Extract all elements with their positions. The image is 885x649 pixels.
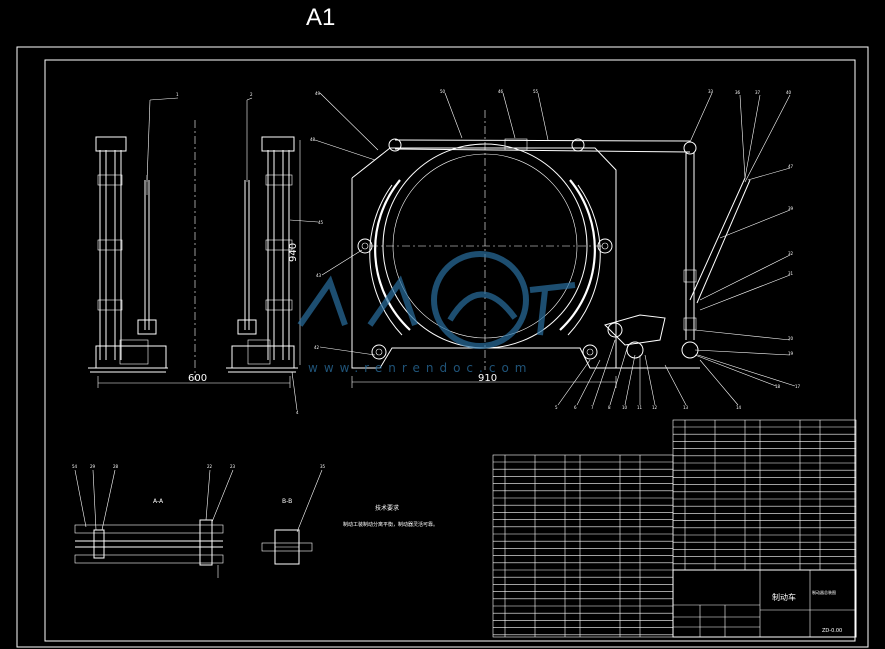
bom-table-right bbox=[672, 419, 857, 571]
outer-frame bbox=[16, 46, 869, 648]
left-height-dimension: 940 bbox=[288, 243, 299, 262]
svg-text:12: 12 bbox=[652, 405, 658, 410]
svg-text:39: 39 bbox=[788, 206, 794, 211]
svg-text:31: 31 bbox=[788, 271, 794, 276]
svg-text:36: 36 bbox=[735, 90, 741, 95]
svg-text:33: 33 bbox=[708, 89, 714, 94]
svg-text:46: 46 bbox=[498, 89, 504, 94]
inner-frame bbox=[44, 59, 856, 642]
title-block: 制动车 制动器总装图 ZD-0.00 bbox=[672, 569, 857, 638]
svg-text:40: 40 bbox=[786, 90, 792, 95]
svg-text:13: 13 bbox=[683, 405, 689, 410]
section-a-label: A-A bbox=[153, 498, 164, 505]
watermark: www.renrendoc.com bbox=[297, 251, 576, 375]
svg-text:48: 48 bbox=[310, 137, 316, 142]
left-width-dimension: 600 bbox=[188, 373, 207, 384]
title-block-name: 制动车 bbox=[772, 592, 796, 602]
sheet-size-label: A1 bbox=[306, 4, 336, 31]
bom-table-left bbox=[492, 454, 674, 638]
side-view-left: 1 bbox=[88, 92, 179, 373]
side-view-right: 2 940 4 45 bbox=[194, 92, 324, 415]
svg-text:35: 35 bbox=[320, 464, 326, 469]
svg-text:8: 8 bbox=[608, 405, 611, 410]
watermark-url: www.renrendoc.com bbox=[308, 361, 532, 375]
svg-text:2: 2 bbox=[250, 92, 253, 97]
svg-text:22: 22 bbox=[207, 464, 213, 469]
svg-text:37: 37 bbox=[755, 90, 761, 95]
svg-text:28: 28 bbox=[113, 464, 119, 469]
section-a-view: A-A 54 29 28 22 23 bbox=[72, 464, 236, 578]
svg-text:11: 11 bbox=[637, 405, 643, 410]
svg-text:23: 23 bbox=[230, 464, 236, 469]
width-dimension-600: 600 bbox=[97, 373, 291, 388]
svg-text:4: 4 bbox=[296, 410, 299, 415]
svg-text:47: 47 bbox=[788, 164, 794, 169]
svg-text:49: 49 bbox=[315, 91, 321, 96]
svg-text:29: 29 bbox=[90, 464, 96, 469]
svg-text:32: 32 bbox=[788, 251, 794, 256]
notes-title: 技术要求 bbox=[375, 504, 399, 512]
svg-text:42: 42 bbox=[314, 345, 320, 350]
svg-text:17: 17 bbox=[795, 384, 801, 389]
svg-text:5: 5 bbox=[555, 405, 558, 410]
section-b-view: B-B 35 bbox=[261, 464, 326, 565]
svg-text:54: 54 bbox=[72, 464, 78, 469]
svg-text:18: 18 bbox=[775, 384, 781, 389]
svg-text:7: 7 bbox=[591, 405, 594, 410]
main-brake-view: 910 49 48 43 42 50 46 55 33 36 37 40 47 … bbox=[310, 89, 801, 410]
svg-text:19: 19 bbox=[788, 351, 794, 356]
notes-text: 制动工装制动分离平衡，制动器灵活可靠。 bbox=[343, 521, 438, 528]
svg-text:55: 55 bbox=[533, 89, 539, 94]
title-block-subtitle: 制动器总装图 bbox=[812, 589, 836, 595]
svg-text:43: 43 bbox=[316, 273, 322, 278]
watermark-logo-icon bbox=[431, 251, 529, 349]
section-b-label: B-B bbox=[282, 498, 292, 505]
main-width-dimension: 910 bbox=[478, 373, 497, 384]
technical-notes: 技术要求 制动工装制动分离平衡，制动器灵活可靠。 bbox=[343, 504, 438, 528]
svg-text:14: 14 bbox=[736, 405, 742, 410]
svg-text:50: 50 bbox=[440, 89, 446, 94]
bom-rows bbox=[493, 426, 856, 636]
svg-text:20: 20 bbox=[788, 336, 794, 341]
title-block-drawing-no: ZD-0.00 bbox=[822, 628, 842, 634]
svg-text:1: 1 bbox=[176, 92, 179, 97]
svg-text:6: 6 bbox=[574, 405, 577, 410]
svg-text:10: 10 bbox=[622, 405, 628, 410]
svg-text:45: 45 bbox=[318, 220, 324, 225]
